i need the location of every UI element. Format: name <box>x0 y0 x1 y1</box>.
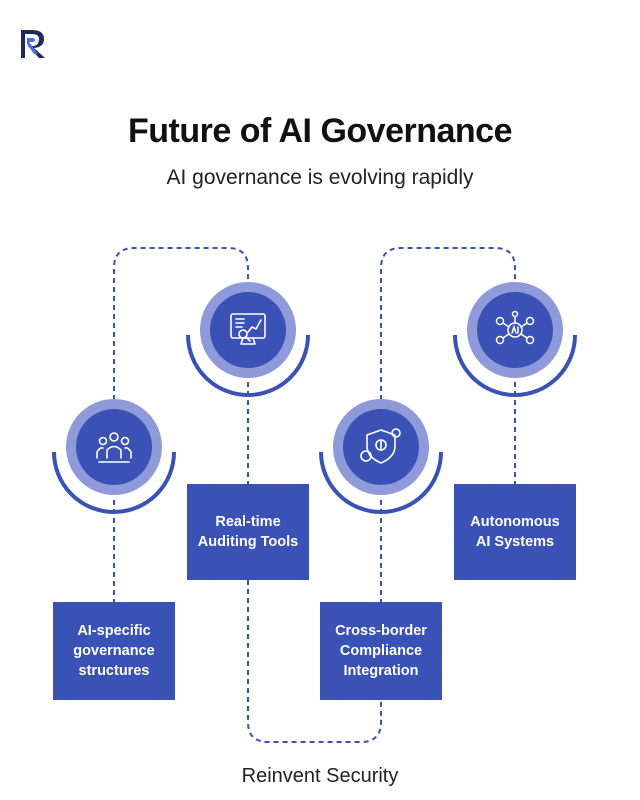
step-4-label-box: Autonomous AI Systems <box>454 484 576 580</box>
page-subtitle: AI governance is evolving rapidly <box>166 166 474 189</box>
step-4-node <box>453 282 577 397</box>
footer-brand: Reinvent Security <box>241 765 399 787</box>
step-3-label-box: Cross-border Compliance Integration <box>320 602 442 700</box>
step-2-node <box>186 282 310 397</box>
step-3-label-line-3: Integration <box>343 663 419 679</box>
step-3-arc <box>319 451 443 514</box>
step-3-label-line-2: Compliance <box>339 643 423 659</box>
step-1-arc <box>52 451 176 514</box>
shield-compliance-icon <box>360 428 401 464</box>
step-2-arc <box>186 334 310 397</box>
step-2-label-line-2: Auditing Tools <box>197 534 299 550</box>
brand-logo-icon <box>21 30 45 58</box>
step-1-label-line-2: governance <box>73 643 155 659</box>
step-1-label-box: AI-specific governance structures <box>53 602 175 700</box>
step-2-label-line-1: Real-time <box>215 514 281 530</box>
step-4-label-line-1: Autonomous <box>470 514 560 530</box>
ai-network-icon <box>495 310 535 345</box>
page-title: Future of AI Governance <box>128 112 512 150</box>
step-3-label-line-1: Cross-border <box>335 623 427 639</box>
step-1-label-line-3: structures <box>78 663 150 679</box>
step-1-node <box>52 399 176 514</box>
monitor-analytics-icon <box>230 313 266 345</box>
step-2-label-box: Real-time Auditing Tools <box>187 484 309 580</box>
step-3-node <box>319 399 443 514</box>
connector-2-3 <box>247 580 382 743</box>
connector-1-2 <box>113 247 249 400</box>
step-4-label-line-2: AI Systems <box>475 534 555 550</box>
people-network-icon <box>96 432 132 463</box>
step-4-arc <box>453 334 577 397</box>
connector-3-4 <box>380 247 516 400</box>
step-1-label-line-1: AI-specific <box>77 623 151 639</box>
